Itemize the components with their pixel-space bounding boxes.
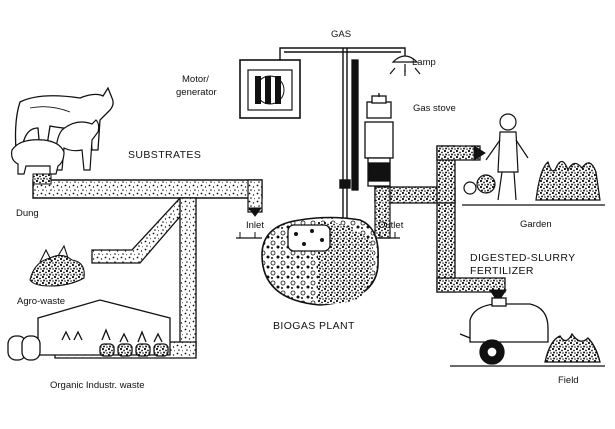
dung-pile bbox=[32, 173, 52, 185]
outlet-pipes bbox=[374, 145, 506, 293]
field-label: Field bbox=[558, 375, 579, 386]
flow-arrows bbox=[248, 145, 507, 303]
biogas-plant bbox=[236, 216, 400, 306]
gas-stove-label: Gas stove bbox=[413, 103, 456, 114]
lamp-label: Lamp bbox=[412, 57, 436, 68]
garden-icon bbox=[462, 113, 605, 206]
garden-label: Garden bbox=[520, 219, 552, 230]
generator-label: generator bbox=[176, 87, 217, 98]
biogas-plant-label: BIOGAS PLANT bbox=[273, 320, 355, 332]
arrow-to-field bbox=[489, 289, 507, 303]
agro-waste-icon bbox=[29, 244, 85, 287]
factory-icon bbox=[7, 299, 171, 361]
fertilizer-label-line1: DIGESTED-SLURRY bbox=[470, 252, 576, 264]
arrow-to-inlet bbox=[248, 207, 262, 217]
inlet-label: Inlet bbox=[246, 220, 264, 231]
substrates-label: SUBSTRATES bbox=[128, 149, 202, 161]
fertilizer-label-line2: FERTILIZER bbox=[470, 265, 534, 277]
arrow-to-garden bbox=[473, 145, 486, 161]
organic-waste-label: Organic Industr. waste bbox=[50, 380, 145, 391]
field-cart-icon bbox=[450, 297, 605, 367]
gas-stove-icon bbox=[351, 59, 394, 191]
outlet-label: Outlet bbox=[378, 220, 404, 231]
lamp-icon bbox=[389, 55, 421, 76]
gas-label: GAS bbox=[331, 29, 352, 40]
pig-icon bbox=[11, 139, 65, 175]
dung-label: Dung bbox=[16, 208, 39, 219]
motor-generator-icon bbox=[239, 59, 301, 119]
motor-label: Motor/ bbox=[182, 74, 209, 85]
gas-pipes bbox=[279, 47, 406, 225]
agro-waste-label: Agro-waste bbox=[17, 296, 66, 307]
